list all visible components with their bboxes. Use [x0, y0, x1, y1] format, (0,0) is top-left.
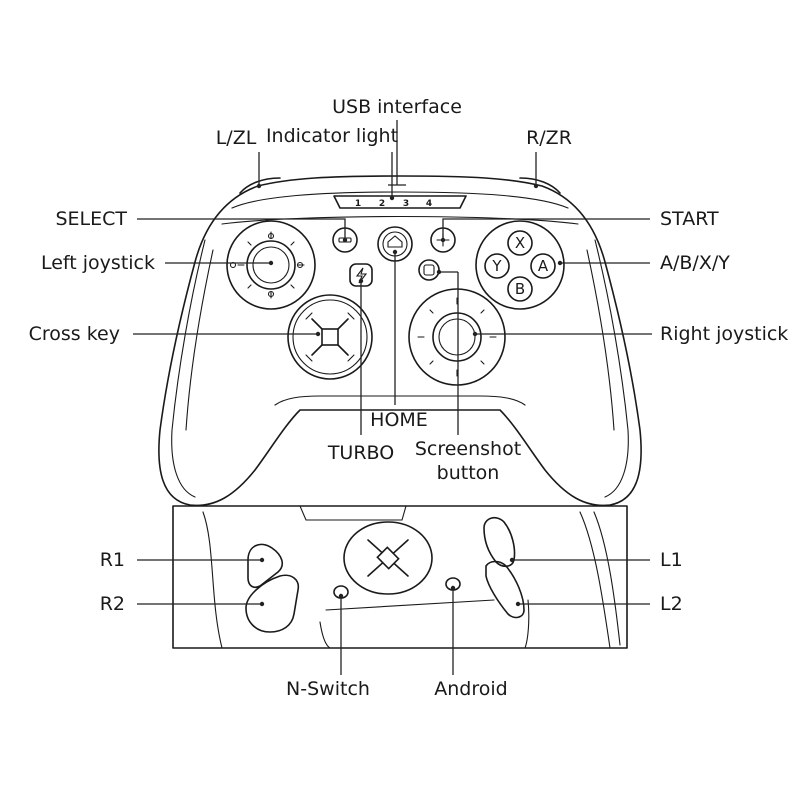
screenshot-button[interactable]: [418, 259, 440, 281]
front-leader-lines: [133, 120, 652, 435]
android-label: Android: [434, 678, 507, 700]
r2-label: R2: [100, 593, 125, 615]
svg-text:B: B: [515, 280, 525, 298]
x-button[interactable]: X: [507, 230, 533, 256]
abxy-cluster: X Y A B: [475, 220, 565, 310]
indicator-number-2: 2: [379, 199, 385, 209]
indicator-light-label: Indicator light: [266, 125, 398, 147]
svg-text:A: A: [538, 257, 549, 275]
abxy-label: A/B/X/Y: [660, 252, 730, 274]
a-button[interactable]: A: [530, 253, 556, 279]
svg-text:X: X: [515, 234, 525, 252]
left-joystick-label: Left joystick: [41, 252, 155, 274]
turbo-label: TURBO: [327, 442, 394, 464]
top-cross-key: [343, 521, 433, 595]
l2-trigger[interactable]: [485, 560, 525, 619]
l1-bumper[interactable]: [483, 516, 516, 568]
indicator-light-strip: [333, 195, 467, 209]
right-joystick[interactable]: [408, 288, 506, 386]
rzr-label: R/ZR: [526, 127, 572, 149]
controller-top-view: [172, 505, 628, 649]
l1-label: L1: [660, 549, 683, 571]
y-button[interactable]: Y: [484, 253, 510, 279]
start-label: START: [660, 208, 719, 230]
indicator-number-3: 3: [403, 199, 409, 209]
cross-key-label: Cross key: [29, 323, 120, 345]
r1-label: R1: [100, 549, 125, 571]
svg-text:Y: Y: [491, 257, 502, 275]
usb-interface-label: USB interface: [332, 96, 462, 118]
top-view-frame: [172, 505, 628, 649]
screenshot-label-line2: button: [437, 462, 500, 484]
left-joystick[interactable]: [226, 220, 316, 310]
r1-bumper[interactable]: [247, 543, 284, 589]
home-label: HOME: [370, 409, 428, 431]
l2-label: L2: [660, 593, 683, 615]
n-switch-label: N-Switch: [286, 678, 370, 700]
cross-key[interactable]: [287, 294, 373, 380]
lightning-icon: [355, 267, 368, 284]
r2-trigger[interactable]: [245, 574, 300, 633]
lzl-label: L/ZL: [216, 127, 257, 149]
indicator-number-4: 4: [426, 199, 432, 209]
right-joystick-label: Right joystick: [660, 323, 788, 345]
controller-front-view: 1 2 3 4: [158, 175, 642, 507]
screenshot-label-line1: Screenshot: [415, 438, 521, 460]
indicator-number-1: 1: [355, 199, 361, 209]
home-icon: [387, 235, 403, 248]
top-leader-lines: [137, 557, 650, 675]
controller-body-outline: [158, 175, 642, 507]
b-button[interactable]: B: [507, 276, 533, 302]
select-label: SELECT: [55, 208, 127, 230]
